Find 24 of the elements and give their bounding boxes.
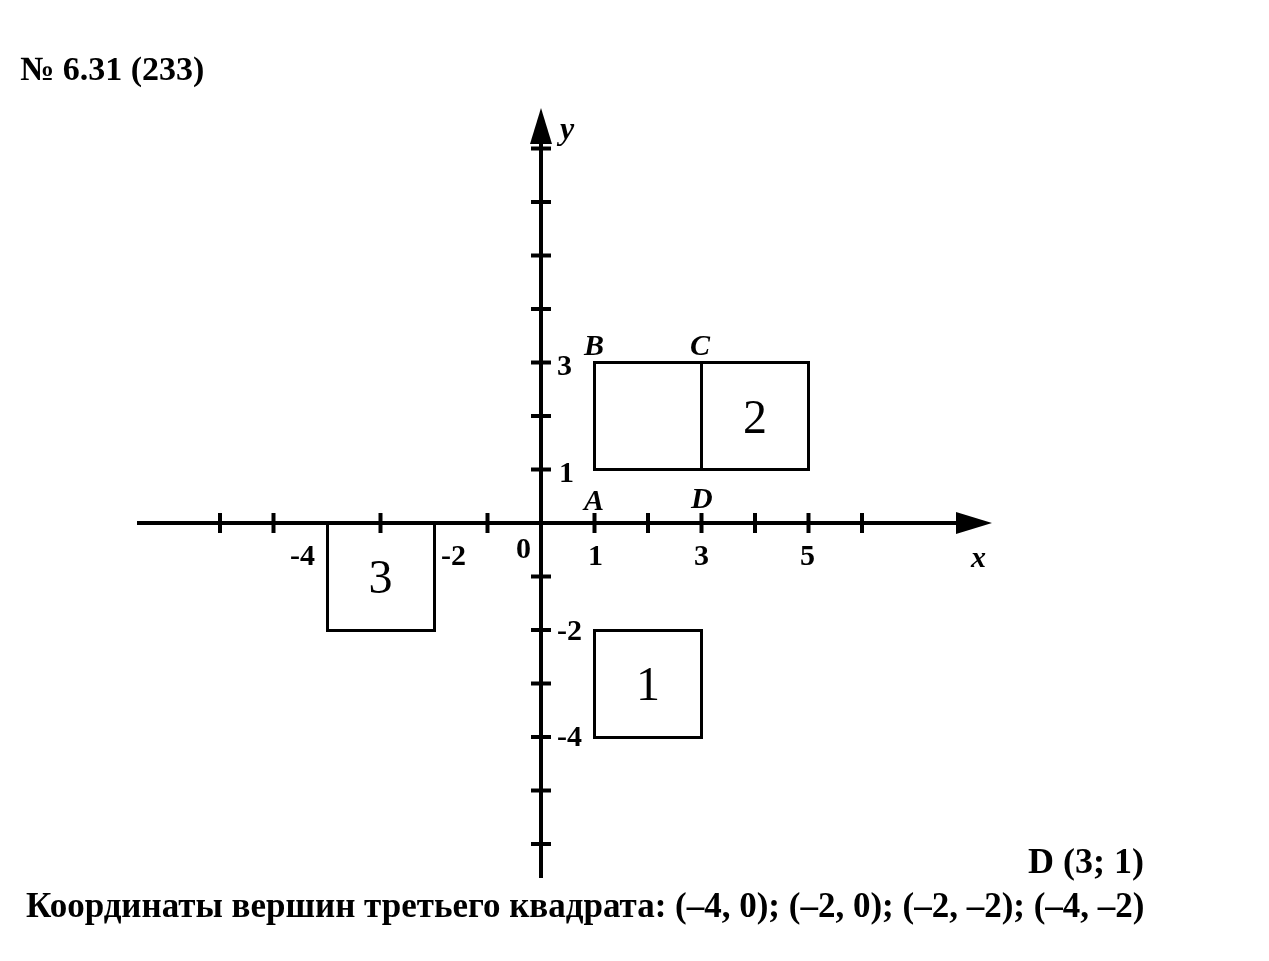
square [593,628,703,739]
answer-text: Координаты вершин третьего квадрата: (–4, 0); (–2, 0); (–2, –2); (–4, –2) [26,888,1145,923]
tick-label: 1 [559,457,574,487]
task-number: № 6.31 (233) [20,52,205,86]
coordinates-note: D (3; 1) [1028,843,1144,879]
tick-label: -4 [290,540,315,570]
tick-label: 3 [557,350,572,380]
vertex-label: D [691,483,713,513]
tick-label: 0 [516,533,531,563]
vertex-label: B [584,330,604,360]
vertex-label: A [584,485,604,515]
square-number: 3 [368,549,393,604]
square [700,361,810,471]
tick-label: 5 [800,540,815,570]
tick-label: -2 [557,615,582,645]
tick-label: 1 [588,540,603,570]
tick-label: -4 [557,721,582,751]
square [593,361,703,471]
square-number: 2 [743,388,767,444]
square-number: 1 [636,656,660,711]
tick-label: 3 [694,540,709,570]
tick-label: -2 [441,540,466,570]
vertex-label: C [690,330,710,360]
axis-label: x [971,542,986,572]
